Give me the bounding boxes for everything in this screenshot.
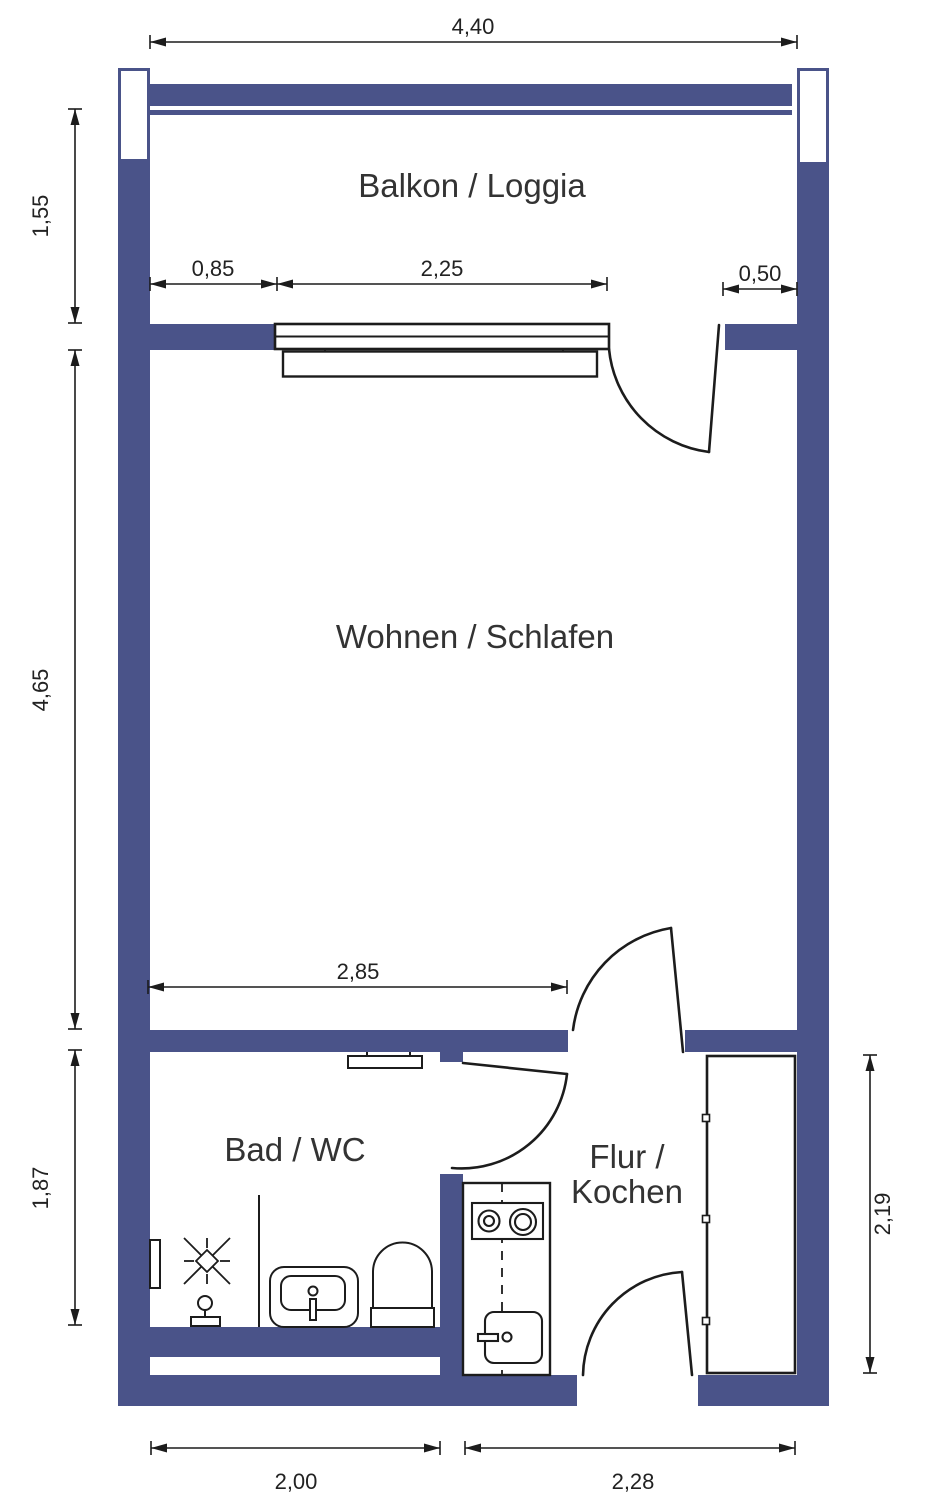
wardrobe-handle-1: [701, 1113, 711, 1123]
dimension-lines: [68, 35, 877, 1455]
wall-bottom-outer-right: [698, 1375, 829, 1406]
wardrobe-handle-2: [701, 1214, 711, 1224]
kitchen-sink-icon: [476, 1310, 544, 1365]
wall-bath-east: [440, 1174, 463, 1406]
entry-door-swing: [581, 1270, 684, 1377]
dim-label-window-left: 0,85: [192, 256, 235, 281]
room-label-wohnen: Wohnen / Schlafen: [336, 618, 614, 655]
wall-balcony-living-left: [150, 324, 275, 350]
window-sill-icon: [281, 350, 599, 378]
window-group: [273, 322, 611, 378]
wall-living-south-left: [118, 1030, 568, 1052]
dim-label-bath-width: 2,00: [275, 1469, 318, 1494]
dim-label-living-width: 2,85: [337, 959, 380, 984]
drain-diamond: [194, 1248, 220, 1274]
dimension-bath-depth: [68, 1049, 82, 1326]
dim-label-window-width: 2,25: [421, 256, 464, 281]
dim-label-hall-depth: 2,19: [870, 1193, 895, 1236]
wall-left-outer: [118, 160, 150, 1406]
wardrobe-handle-3: [701, 1316, 711, 1326]
toilet-icon: [370, 1241, 435, 1328]
doors: [450, 323, 721, 1377]
room-label-flur-line2: Kochen: [571, 1173, 683, 1210]
dim-label-living-depth: 4,65: [28, 669, 53, 712]
radiator-icon: [149, 1239, 161, 1289]
room-label-balkon: Balkon / Loggia: [358, 167, 586, 204]
entry-door-icon: [581, 1270, 694, 1377]
floor-drain-icon: [183, 1237, 231, 1285]
dimension-balcony-depth: [68, 108, 82, 324]
dim-label-total-width: 4,40: [452, 14, 495, 39]
glass-panel-left-icon: [118, 68, 150, 162]
walls: [118, 84, 829, 1406]
wall-living-south-right: [685, 1030, 797, 1052]
balcony-railing-thin: [150, 110, 792, 115]
bathroom-door-leaf: [461, 1061, 569, 1076]
wardrobe-icon: [701, 1054, 797, 1375]
dim-label-balcony-depth: 1,55: [28, 195, 53, 238]
entry-door-leaf: [680, 1270, 694, 1377]
cooktop-icon: [470, 1201, 545, 1241]
room-labels: Balkon / Loggia Wohnen / Schlafen Bad / …: [224, 167, 683, 1210]
living-room-door-swing: [571, 926, 673, 1032]
dimension-arrowheads: [70, 37, 875, 1453]
glass-panels: [118, 68, 829, 165]
tap-icon: [190, 1295, 221, 1327]
bathroom-door-icon: [450, 1061, 569, 1170]
wall-bottom-outer-left: [118, 1375, 577, 1406]
bathroom-door-swing: [450, 1072, 569, 1170]
balcony-railing-thick: [150, 84, 792, 106]
room-label-flur-line1: Flur /: [589, 1138, 665, 1175]
dimension-living-depth: [68, 349, 82, 1030]
bath-fixtures: [149, 1052, 435, 1328]
balcony-door-icon: [607, 323, 721, 454]
dim-label-bath-depth: 1,87: [28, 1167, 53, 1210]
wall-bath-south-inner: [150, 1327, 440, 1357]
balcony-door-leaf: [707, 323, 721, 454]
room-label-bad: Bad / WC: [224, 1131, 365, 1168]
dim-label-hall-width: 2,28: [612, 1469, 655, 1494]
glass-panel-right-icon: [797, 68, 829, 165]
mirror-icon: [347, 1055, 423, 1069]
dim-label-window-right: 0,50: [739, 261, 782, 286]
dimension-labels: 4,40 1,55 4,65 1,87 0,85 2,25 0,50 2,85 …: [28, 14, 895, 1494]
wall-right-outer: [797, 163, 829, 1406]
wall-bath-east-stub: [440, 1052, 463, 1062]
kitchen-fixtures: [461, 1181, 552, 1377]
washbasin-icon: [269, 1266, 359, 1328]
dimension-hall-width: [464, 1441, 796, 1455]
living-room-door-leaf: [669, 926, 685, 1054]
wall-balcony-living-right: [725, 324, 797, 350]
balcony-door-swing: [607, 347, 711, 454]
living-room-door-icon: [571, 926, 685, 1054]
dimension-bath-width: [150, 1441, 441, 1455]
